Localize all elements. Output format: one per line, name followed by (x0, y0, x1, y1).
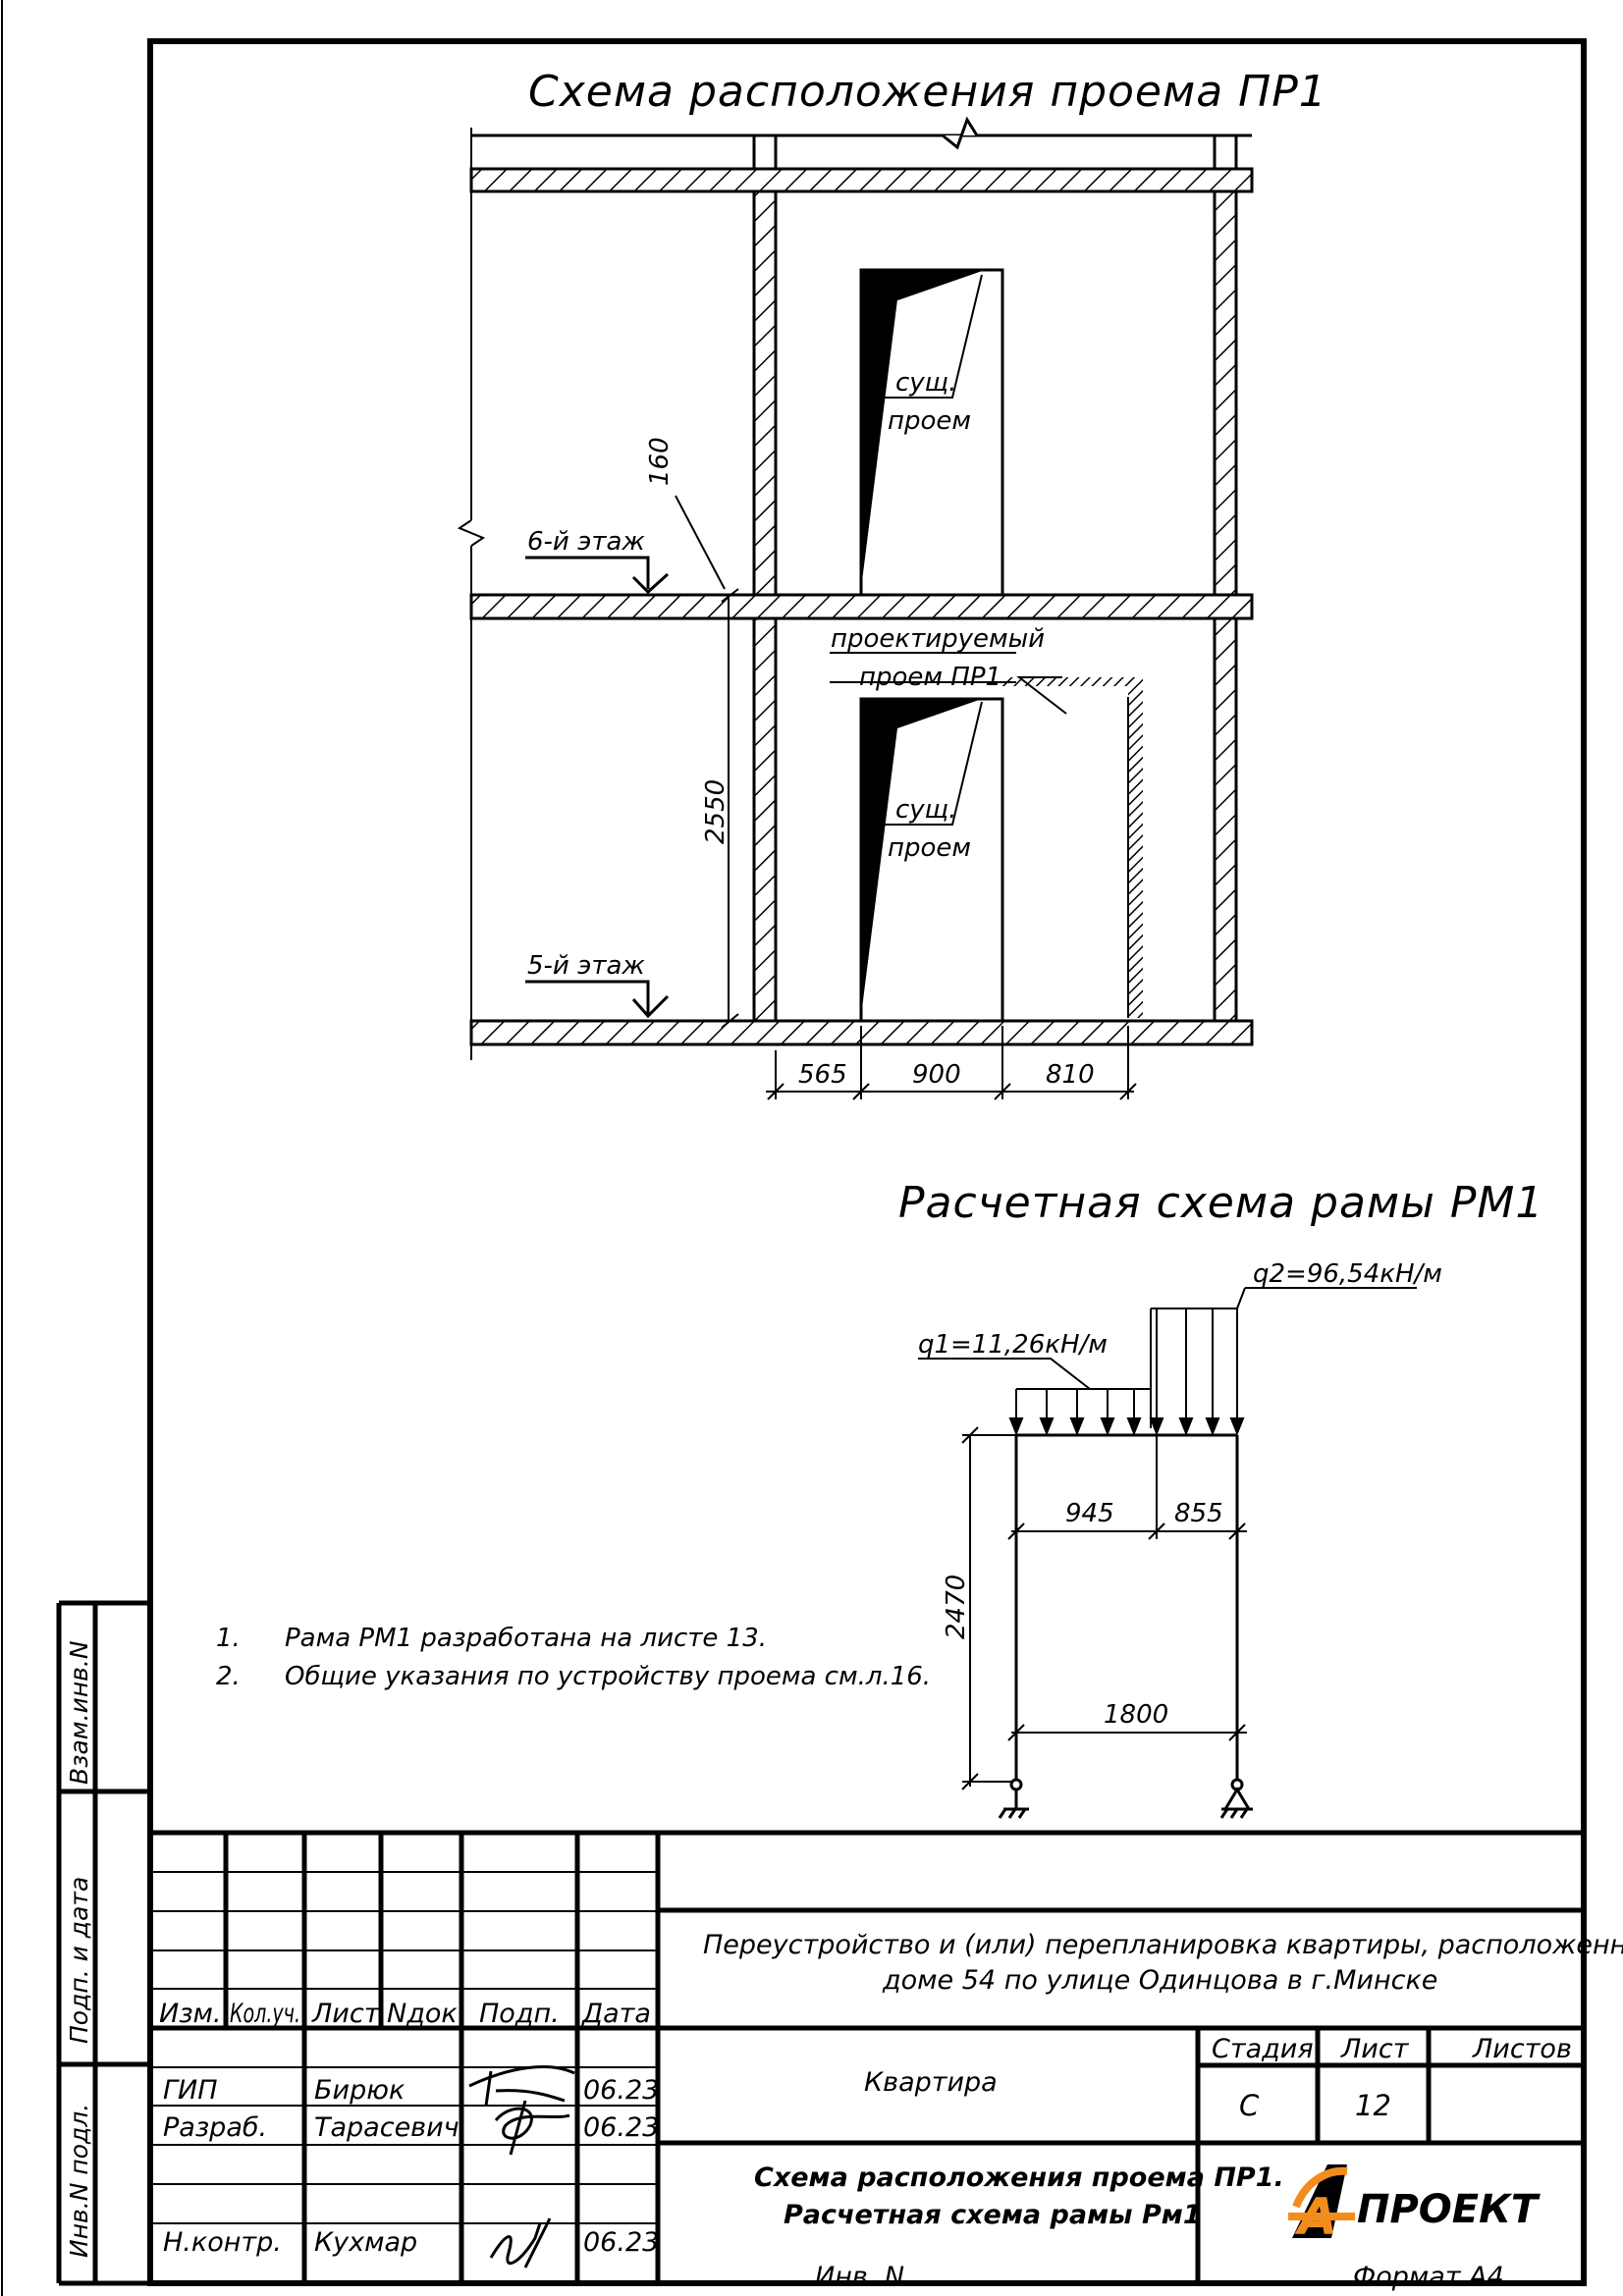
side-stamp (56, 1600, 150, 2286)
dims-vertical (675, 495, 754, 1029)
dim-2470: 2470 (942, 1575, 971, 1639)
object-name: Квартира (864, 2067, 998, 2098)
frame-dims (961, 1426, 1247, 1790)
label-q2: q2=96,54кН/м (1253, 1259, 1442, 1289)
title-frame: Расчетная схема рамы РМ1 (898, 1178, 1543, 1228)
sheet-title-1: Схема расположения проема ПР1. (754, 2163, 1284, 2193)
building-section (457, 116, 1254, 1060)
label-q1: q1=11,26кН/м (918, 1330, 1108, 1360)
label-existing-6-1: сущ. (895, 368, 956, 398)
leaders-opening (830, 274, 1067, 826)
note-2-num: 2. (216, 1662, 241, 1691)
hdr-izm: Изм. (159, 1999, 222, 2029)
label-floor-6: 6-й этаж (527, 527, 645, 557)
hdr-kol: Кол.уч. (230, 1999, 300, 2029)
project-line-2: доме 54 по улице Одинцова в г.Минске (882, 1965, 1437, 1996)
label-floor-5: 5-й этаж (527, 951, 645, 981)
load-leaders (918, 1287, 1417, 1390)
dim-900: 900 (912, 1060, 961, 1090)
dim-855: 855 (1174, 1499, 1223, 1528)
dim-1800: 1800 (1104, 1700, 1168, 1730)
stage-label: Стадия (1212, 2034, 1314, 2064)
row-gip-name: Бирюк (314, 2075, 406, 2106)
sheet-title-2: Расчетная схема рамы Рм1 (784, 2200, 1202, 2230)
row-razrab-role: Разраб. (163, 2112, 267, 2143)
floor-marks (525, 556, 670, 1019)
note-1-text: Рама РМ1 разработана на листе 13. (285, 1624, 767, 1653)
label-existing-6-2: проем (888, 406, 971, 436)
row-gip-role: ГИП (163, 2075, 218, 2106)
hdr-podp: Подп. (479, 1999, 560, 2029)
sheet-number: 12 (1355, 2089, 1391, 2122)
side-vzam: Взам.инв.N (65, 1640, 93, 1785)
row-razrab-date: 06.23 (583, 2112, 659, 2143)
label-designed-1: проектируемый (831, 624, 1045, 654)
dim-810: 810 (1046, 1060, 1095, 1090)
company-logo: А ПРОЕКТ (1288, 2164, 1541, 2247)
dims-horizontal (766, 1026, 1137, 1100)
note-1-num: 1. (216, 1624, 241, 1653)
side-inv: Инв.N подл. (65, 2104, 93, 2258)
inv-label: Инв. N (815, 2262, 904, 2292)
supports (998, 1778, 1253, 1819)
inner-frame (147, 38, 1587, 2286)
signatures (468, 2065, 575, 2269)
hdr-ndok: Nдок. (387, 1999, 465, 2029)
dim-565: 565 (798, 1060, 847, 1090)
label-designed-2: проем ПР1 (859, 663, 1001, 692)
hdr-list: Лист (311, 1999, 381, 2029)
stage-value: С (1239, 2089, 1260, 2122)
hdr-data: Дата (581, 1999, 651, 2029)
row-nkontr-role: Н.контр. (163, 2227, 282, 2258)
row-gip-date: 06.23 (583, 2075, 659, 2106)
note-2-text: Общие указания по устройству проема см.л… (285, 1662, 931, 1691)
row-nkontr-date: 06.23 (583, 2227, 659, 2258)
row-razrab-name: Тарасевич (314, 2112, 460, 2143)
sheet-label: Лист (1340, 2034, 1410, 2064)
title-block-grid (150, 1830, 1584, 2283)
title-block-thin (150, 1871, 658, 2224)
row-nkontr-name: Кухмар (314, 2227, 417, 2258)
sheets-label: Листов (1472, 2034, 1572, 2064)
project-line-1: Переустройство и (или) перепланировка кв… (703, 1930, 1623, 1960)
label-existing-5-1: сущ. (895, 795, 956, 825)
side-podp: Подп. и дата (65, 1877, 93, 2044)
dim-2550: 2550 (701, 779, 730, 844)
logo-letter: А (1294, 2188, 1337, 2247)
title-opening: Схема расположения проема ПР1 (528, 67, 1327, 117)
format-label: Формат А4 (1353, 2262, 1504, 2292)
dim-160: 160 (645, 437, 675, 486)
logo-text: ПРОЕКТ (1357, 2187, 1541, 2232)
load-arrows (1008, 1308, 1245, 1436)
label-existing-5-2: проем (888, 833, 971, 863)
dim-945: 945 (1065, 1499, 1114, 1528)
